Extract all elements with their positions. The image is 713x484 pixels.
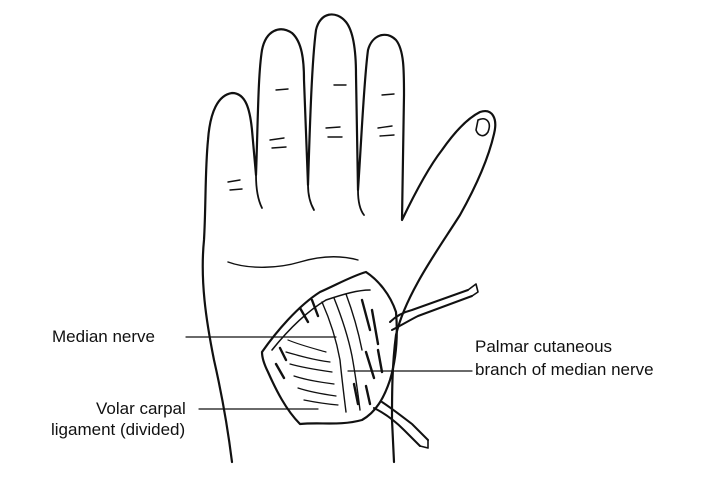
incision-outline bbox=[262, 272, 397, 424]
knuckle-crease bbox=[378, 126, 394, 136]
hand-outline bbox=[203, 14, 496, 462]
knuckle-crease bbox=[270, 138, 286, 148]
ligament-fibers bbox=[286, 340, 338, 405]
lower-retractor-handle bbox=[420, 440, 428, 448]
lower-retractor bbox=[374, 402, 428, 446]
palmar-cutaneous-label-line1: Palmar cutaneous bbox=[475, 337, 612, 357]
ring-finger-inner-line bbox=[358, 190, 364, 215]
thumb-nail bbox=[476, 119, 489, 136]
upper-retractor-handle bbox=[468, 284, 478, 296]
knuckle-crease bbox=[276, 85, 394, 95]
median-nerve-label: Median nerve bbox=[52, 327, 155, 347]
volar-carpal-label-line1: Volar carpal bbox=[96, 399, 186, 419]
middle-finger-inner-line bbox=[308, 185, 314, 210]
knuckle-crease bbox=[228, 180, 242, 190]
index-finger-inner-line bbox=[256, 175, 262, 208]
palm-crease bbox=[228, 257, 358, 267]
knuckle-crease bbox=[326, 127, 342, 137]
upper-retractor bbox=[390, 290, 472, 330]
palmar-cutaneous-label-line2: branch of median nerve bbox=[475, 360, 654, 380]
volar-carpal-label-line2: ligament (divided) bbox=[51, 420, 185, 440]
